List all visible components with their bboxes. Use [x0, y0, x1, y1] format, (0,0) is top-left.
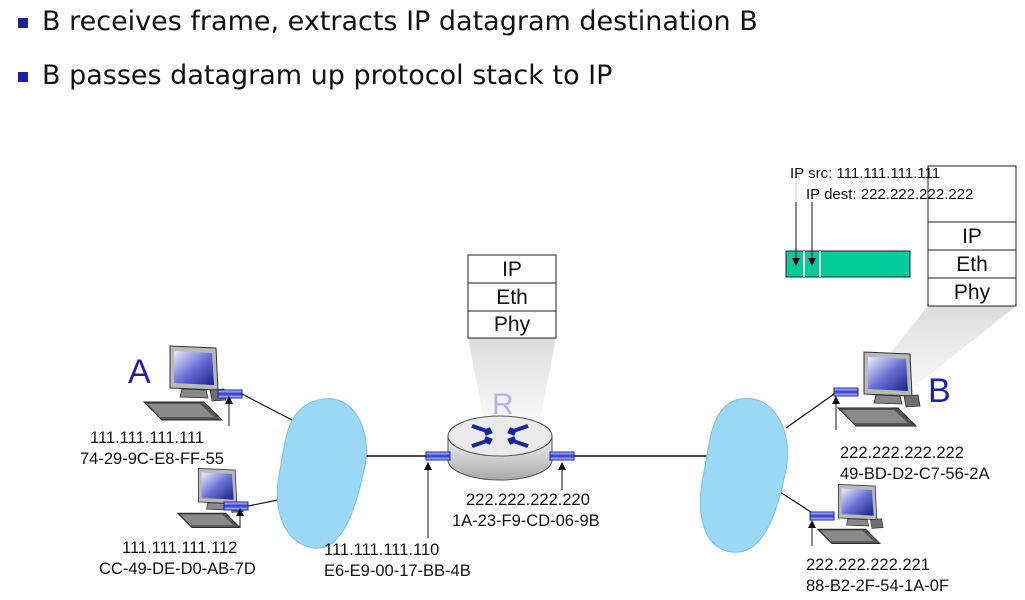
host-b2-interface — [809, 511, 835, 521]
router-stack-phy: Phy — [494, 313, 531, 336]
router-name: R — [492, 388, 514, 421]
router-stack-ip: IP — [502, 258, 522, 281]
router-right-ip: 222.222.222.220 — [466, 491, 590, 509]
host-b2-ip: 222.222.222.221 — [806, 556, 930, 574]
router-stack-beam — [468, 338, 556, 420]
host-a2-ip: 111.111.111.112 — [122, 539, 237, 557]
host-b-stack-phy: Phy — [954, 281, 991, 304]
host-a2-computer-icon — [177, 467, 244, 528]
bullet-text-2: B passes datagram up protocol stack to I… — [42, 60, 613, 91]
router-right-interface — [549, 451, 575, 461]
router-left-interface — [425, 451, 451, 461]
host-a-interface — [217, 389, 243, 399]
host-a-computer-icon — [143, 345, 227, 421]
router-right-mac: 1A-23-F9-CD-06-9B — [452, 512, 600, 530]
host-b-mac: 49-BD-D2-C7-56-2A — [840, 465, 989, 483]
bullet-2: B passes datagram up protocol stack to I… — [18, 60, 612, 91]
host-a-ip: 111.111.111.111 — [90, 429, 204, 447]
host-b-protocol-stack: IP Eth Phy — [927, 165, 1017, 307]
host-a2-interface — [223, 501, 249, 511]
subnet-left-cloud — [276, 398, 367, 549]
host-a-name: A — [128, 353, 151, 391]
datagram-ip-src: IP src: 111.111.111.111 — [790, 165, 940, 182]
link-a — [241, 393, 293, 421]
host-b-ip: 222.222.222.222 — [840, 444, 964, 462]
bullet-marker — [18, 17, 28, 28]
router-icon — [447, 415, 553, 481]
router-left-mac: E6-E9-00-17-BB-4B — [324, 562, 471, 580]
router-stack-eth: Eth — [496, 286, 528, 309]
host-b2-mac: 88-B2-2F-54-1A-0F — [806, 577, 949, 595]
host-a2-mac: CC-49-DE-D0-AB-7D — [99, 560, 256, 578]
host-b-stack-beam — [880, 306, 1016, 392]
datagram-ip-dest: IP dest: 222.222.222.222 — [806, 186, 973, 203]
link-b — [785, 393, 835, 429]
bullet-marker — [18, 71, 28, 82]
host-b-stack-eth: Eth — [956, 253, 988, 276]
subnet-right-cloud — [699, 398, 789, 553]
host-b-name: B — [928, 372, 951, 410]
router-left-ip: 111.111.111.110 — [324, 541, 439, 559]
host-a-mac: 74-29-9C-E8-FF-55 — [80, 450, 224, 468]
datagram: IP src: 111.111.111.111 IP dest: 222.222… — [785, 164, 973, 278]
router-protocol-stack: IP Eth Phy — [467, 254, 557, 339]
bullet-text-1: B receives frame, extracts IP datagram d… — [42, 6, 758, 37]
bullet-1: B receives frame, extracts IP datagram d… — [18, 6, 758, 37]
host-b-interface — [833, 387, 859, 397]
link-b2 — [779, 491, 815, 515]
host-b-stack-ip: IP — [962, 225, 982, 248]
